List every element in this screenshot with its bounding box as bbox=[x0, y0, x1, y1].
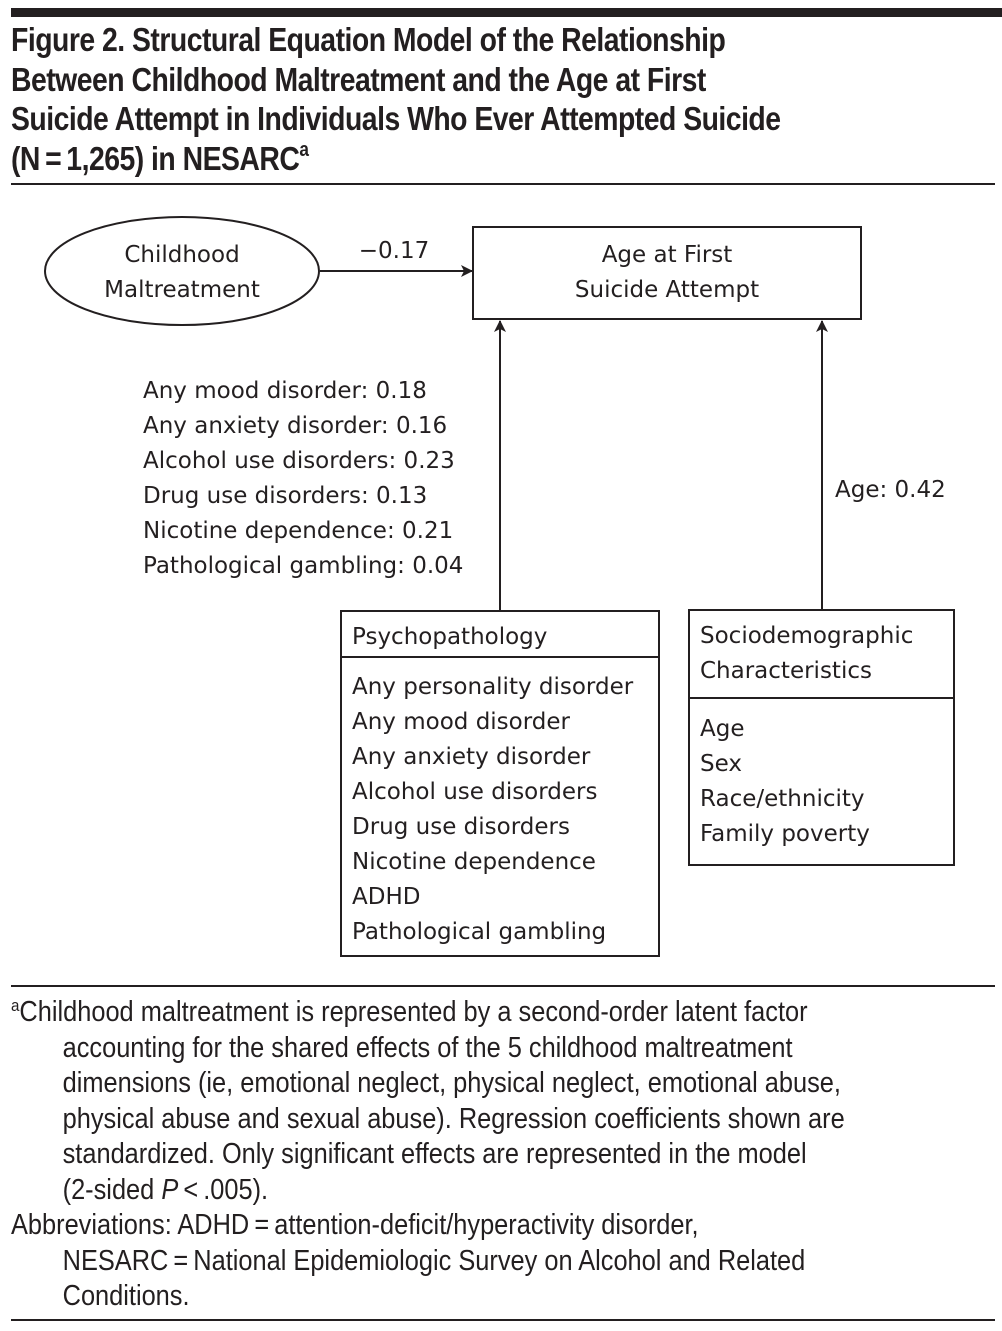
coefficient-label-age: Age: 0.42 bbox=[835, 477, 946, 503]
footnotes: aChildhood maltreatment is represented b… bbox=[11, 995, 892, 1315]
psychopathology-item: Any mood disorder bbox=[352, 709, 571, 735]
outcome-node-label: Suicide Attempt bbox=[575, 277, 759, 303]
latent-node-label: Maltreatment bbox=[104, 277, 260, 303]
latent-node-ellipse bbox=[44, 216, 320, 326]
title-superscript: a bbox=[299, 138, 309, 161]
sociodemographic-header: Characteristics bbox=[700, 658, 872, 684]
sociodemographic-item: Family poverty bbox=[700, 821, 870, 847]
sociodemographic-header: Sociodemographic bbox=[700, 623, 913, 649]
psychopathology-box: Psychopathology Any personality disorder… bbox=[340, 610, 660, 957]
psychopathology-item: Pathological gambling bbox=[352, 919, 606, 945]
title-line: Suicide Attempt in Individuals Who Ever … bbox=[11, 100, 781, 137]
sociodemographic-box-frame bbox=[688, 609, 955, 866]
psychopathology-item: Nicotine dependence bbox=[352, 849, 596, 875]
abbreviation-line: NESARC = National Epidemiologic Survey o… bbox=[62, 1244, 806, 1277]
sociodemographic-box: Sociodemographic Characteristics Age Sex… bbox=[688, 609, 955, 866]
footnote-text: (2-sided bbox=[62, 1173, 162, 1206]
outcome-node-box bbox=[472, 226, 862, 320]
footnote-line: physical abuse and sexual abuse). Regres… bbox=[62, 1102, 845, 1135]
psychopathology-item: Drug use disorders bbox=[352, 814, 570, 840]
bottom-rule bbox=[11, 1319, 995, 1321]
outcome-node-label: Age at First bbox=[602, 242, 733, 268]
title-line-text: (N = 1,265) in NESARC bbox=[11, 139, 300, 177]
title-rule bbox=[11, 183, 995, 185]
footnote-line: dimensions (ie, emotional neglect, physi… bbox=[62, 1067, 841, 1099]
footnote-line: aChildhood maltreatment is represented b… bbox=[11, 995, 892, 1031]
psychopathology-item: ADHD bbox=[352, 884, 420, 910]
psychopathology-box-frame bbox=[340, 610, 660, 957]
footnote-line: (2-sided P < .005). bbox=[37, 1173, 892, 1209]
figure-title: Figure 2. Structural Equation Model of t… bbox=[11, 20, 858, 178]
title-line: Figure 2. Structural Equation Model of t… bbox=[11, 21, 726, 58]
p-value-symbol: P bbox=[161, 1173, 179, 1206]
footnote-marker: a bbox=[11, 996, 20, 1015]
coefficient-label: Any mood disorder: 0.18 bbox=[143, 378, 427, 404]
sociodemographic-item: Sex bbox=[700, 751, 742, 777]
coefficient-label: Drug use disorders: 0.13 bbox=[143, 483, 427, 509]
psychopathology-item: Alcohol use disorders bbox=[352, 779, 598, 805]
latent-node-childhood-maltreatment: Childhood Maltreatment bbox=[44, 216, 320, 326]
coefficient-label: Alcohol use disorders: 0.23 bbox=[143, 448, 455, 474]
footnote-line: standardized. Only significant effects a… bbox=[62, 1138, 807, 1170]
coefficient-label: Pathological gambling: 0.04 bbox=[143, 553, 463, 579]
path-coefficient-label: −0.17 bbox=[359, 238, 429, 264]
title-line: (N = 1,265) in NESARCa bbox=[11, 139, 858, 179]
latent-node-label: Childhood bbox=[124, 242, 239, 268]
footnote-text: Childhood maltreatment is represented by… bbox=[19, 996, 808, 1028]
top-rule bbox=[11, 8, 1002, 17]
abbreviation-line: Abbreviations: ADHD = attention-deficit/… bbox=[11, 1209, 699, 1241]
abbreviations: Abbreviations: ADHD = attention-deficit/… bbox=[11, 1208, 892, 1315]
psychopathology-item: Any anxiety disorder bbox=[352, 744, 591, 770]
footnote-rule bbox=[11, 985, 995, 987]
psychopathology-header: Psychopathology bbox=[352, 624, 547, 650]
footnote-a: aChildhood maltreatment is represented b… bbox=[11, 995, 892, 1208]
psychopathology-coefficients: Any mood disorder: 0.18 Any anxiety diso… bbox=[143, 378, 463, 579]
abbreviation-line: Conditions. bbox=[62, 1280, 190, 1312]
coefficient-label: Nicotine dependence: 0.21 bbox=[143, 518, 453, 544]
sociodemographic-item: Age bbox=[700, 716, 744, 742]
title-line: Between Childhood Maltreatment and the A… bbox=[11, 60, 706, 98]
footnote-line: accounting for the shared effects of the… bbox=[62, 1031, 793, 1064]
sem-diagram: Childhood Maltreatment −0.17 Age at Firs… bbox=[44, 216, 955, 957]
outcome-node-age-first-attempt: Age at First Suicide Attempt bbox=[472, 226, 862, 320]
coefficient-label: Any anxiety disorder: 0.16 bbox=[143, 413, 447, 439]
footnote-text: < .005). bbox=[178, 1173, 269, 1206]
psychopathology-item: Any personality disorder bbox=[352, 674, 634, 700]
sociodemographic-item: Race/ethnicity bbox=[700, 786, 865, 812]
